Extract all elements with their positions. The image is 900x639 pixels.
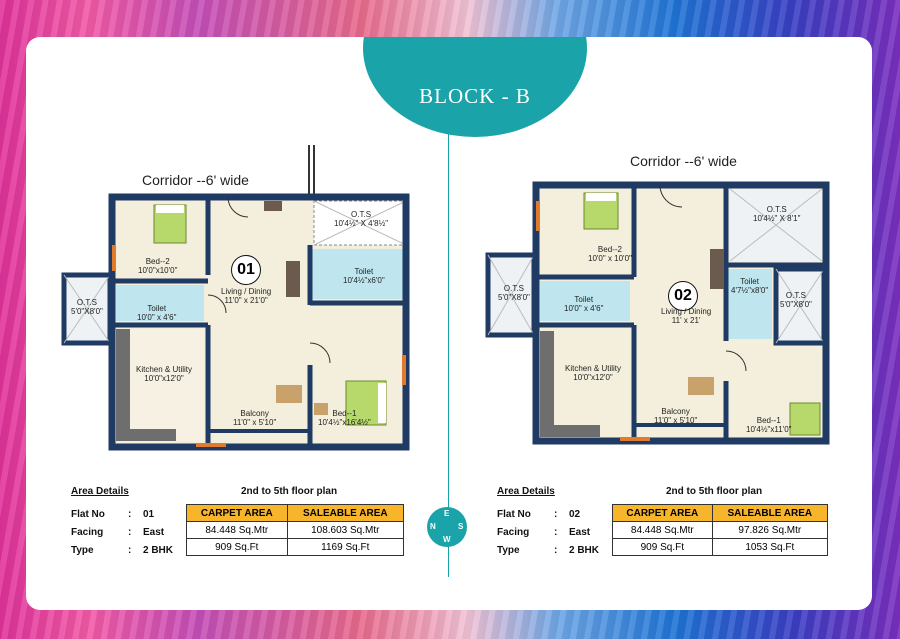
floor-plan-caption-02: 2nd to 5th floor plan [666, 486, 763, 497]
flat-no-label-01: Flat No [71, 509, 105, 520]
colon-1-02: : [554, 509, 558, 520]
table-cell: 909 Sq.Ft [186, 538, 288, 556]
floor-plan-card: BLOCK - B Corridor --6' wide [26, 37, 872, 610]
floor-plan-02 [485, 181, 830, 445]
corridor-label-01: Corridor --6' wide [142, 172, 249, 188]
compass-n: N [430, 522, 436, 531]
carpet-header-02: CARPET AREA [612, 504, 713, 522]
carpet-header-01: CARPET AREA [186, 504, 288, 522]
colon-3-01: : [128, 545, 132, 556]
flat-number-01: 01 [231, 255, 261, 285]
block-title-badge: BLOCK - B [363, 37, 587, 137]
table-cell: 1053 Sq.Ft [711, 538, 829, 556]
facing-value-02: East [569, 527, 591, 538]
table-cell: 909 Sq.Ft [612, 538, 713, 556]
table-cell: 97.826 Sq.Mtr [711, 521, 829, 539]
type-value-02: 2 BHK [569, 545, 600, 556]
facing-label-01: Facing [71, 527, 104, 538]
facing-label-02: Facing [497, 527, 530, 538]
table-cell: 84.448 Sq.Mtr [612, 521, 713, 539]
compass-w: W [443, 535, 451, 544]
flat-number-02: 02 [668, 281, 698, 311]
compass-icon: E N S W [427, 507, 467, 547]
colon-3-02: : [554, 545, 558, 556]
flat-no-value-01: 01 [143, 509, 155, 520]
area-details-heading-01: Area Details [71, 486, 129, 497]
floor-plan-01 [61, 145, 410, 451]
saleable-header-02: SALEABLE AREA [711, 504, 829, 522]
colon-1-01: : [128, 509, 132, 520]
corridor-label-02: Corridor --6' wide [630, 153, 737, 169]
compass-e: E [444, 509, 450, 518]
compass-s: S [458, 522, 464, 531]
colon-2-02: : [554, 527, 558, 538]
table-cell: 84.448 Sq.Mtr [186, 521, 288, 539]
table-cell: 108.603 Sq.Mtr [286, 521, 405, 539]
flat-no-value-02: 02 [569, 509, 581, 520]
colon-2-01: : [128, 527, 132, 538]
facing-value-01: East [143, 527, 165, 538]
table-cell: 1169 Sq.Ft [286, 538, 405, 556]
flat-no-label-02: Flat No [497, 509, 531, 520]
center-divider [448, 107, 449, 577]
floor-plan-caption-01: 2nd to 5th floor plan [241, 486, 338, 497]
type-label-02: Type [497, 545, 520, 556]
block-title: BLOCK - B [419, 84, 531, 108]
type-label-01: Type [71, 545, 94, 556]
type-value-01: 2 BHK [143, 545, 174, 556]
area-details-heading-02: Area Details [497, 486, 555, 497]
saleable-header-01: SALEABLE AREA [286, 504, 405, 522]
